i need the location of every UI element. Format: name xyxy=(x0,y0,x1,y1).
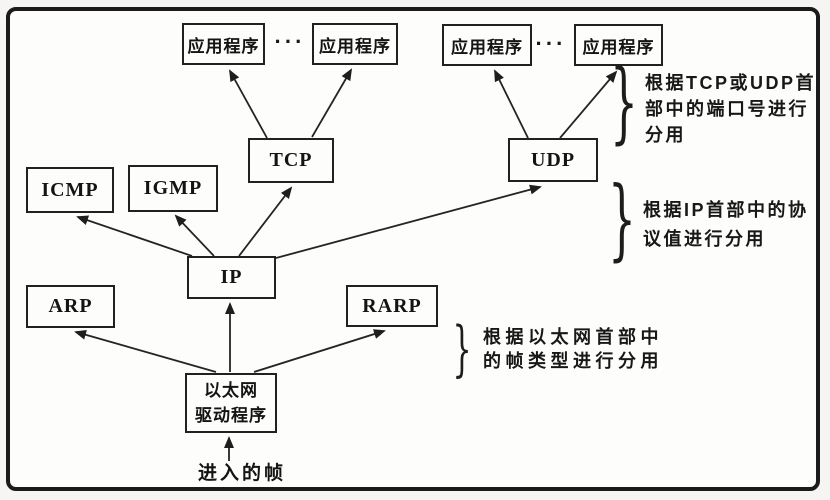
arrow-ip-to-icmp xyxy=(76,215,193,257)
ellipsis-left: ··· xyxy=(274,29,306,54)
annotation-line: 部中的端口号进行 xyxy=(645,99,809,119)
annotation-line: 根据TCP或UDP首 xyxy=(645,73,817,93)
arrow-eth-to-rarp xyxy=(253,329,386,373)
arrow-udp-to-app4 xyxy=(559,70,618,139)
ellipsis-right: ··· xyxy=(535,31,567,56)
arrow-ip-to-igmp xyxy=(174,214,215,257)
annotation-line: 的帧类型进行分用 xyxy=(483,351,663,371)
ethernet-driver-line2: 驱动程序 xyxy=(195,406,267,425)
node-application-3: 应用程序 xyxy=(442,24,532,66)
annotation-frame-type-demux: 根据以太网首部中 的帧类型进行分用 xyxy=(483,325,663,373)
incoming-frame-label: 进入的帧 xyxy=(197,462,286,484)
figure-border xyxy=(6,7,820,491)
brace-frame-type-demux-icon: } xyxy=(450,314,474,384)
annotation-port-demux: 根据TCP或UDP首 部中的端口号进行 分用 xyxy=(645,70,816,148)
brace-glyph: } xyxy=(608,167,636,270)
annotation-line: 议值进行分用 xyxy=(643,229,766,249)
brace-glyph: } xyxy=(610,50,638,153)
arrow-tcp-to-app1 xyxy=(229,69,268,139)
arrow-udp-to-app3 xyxy=(494,69,529,139)
node-application-4: 应用程序 xyxy=(574,24,663,66)
node-ethernet-driver: 以太网 驱动程序 xyxy=(185,373,277,433)
annotation-line: 根据IP首部中的协 xyxy=(643,200,809,220)
brace-port-demux-icon: } xyxy=(610,58,638,146)
arrow-ip-to-udp xyxy=(275,184,542,259)
arrow-ip-to-tcp xyxy=(238,186,293,257)
node-icmp: ICMP xyxy=(26,167,114,213)
arrow-tcp-to-app2 xyxy=(311,68,353,138)
ethernet-driver-line1: 以太网 xyxy=(204,381,258,400)
arrow-eth-to-arp xyxy=(74,329,217,373)
brace-protocol-demux-icon: } xyxy=(608,175,636,263)
node-igmp: IGMP xyxy=(128,165,218,212)
annotation-protocol-demux: 根据IP首部中的协 议值进行分用 xyxy=(643,196,809,254)
annotation-line: 分用 xyxy=(645,125,686,145)
node-ip: IP xyxy=(187,256,276,299)
node-tcp: TCP xyxy=(248,138,334,183)
node-application-2: 应用程序 xyxy=(312,23,398,65)
node-arp: ARP xyxy=(26,285,115,328)
node-application-1: 应用程序 xyxy=(182,23,265,65)
annotation-line: 根据以太网首部中 xyxy=(483,327,663,347)
node-rarp: RARP xyxy=(346,285,438,327)
node-udp: UDP xyxy=(508,138,598,182)
brace-glyph: } xyxy=(452,314,472,384)
